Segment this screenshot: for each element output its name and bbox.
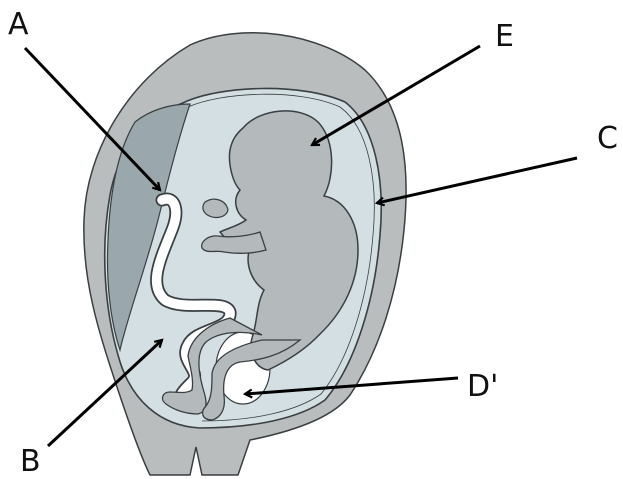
label-c: C — [597, 124, 618, 154]
arrow-c — [377, 158, 577, 203]
label-d: D' — [467, 372, 498, 402]
label-b: B — [20, 447, 41, 477]
label-e: E — [495, 22, 514, 52]
label-a: A — [8, 10, 29, 40]
